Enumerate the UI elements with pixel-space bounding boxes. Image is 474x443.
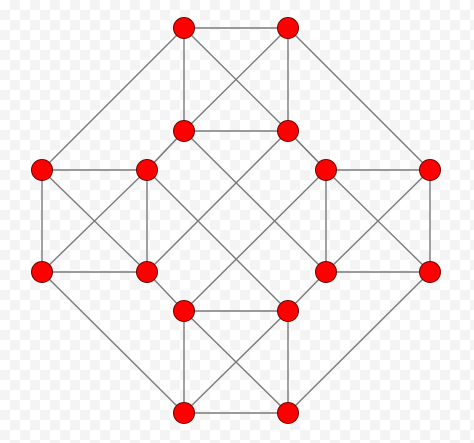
graph-edge — [41, 271, 185, 414]
graph-edge — [146, 130, 289, 273]
graph-vertex — [277, 120, 299, 142]
graph-vertex — [315, 261, 337, 283]
graph-edge — [183, 27, 289, 132]
graph-vertex — [419, 261, 441, 283]
graph-vertex — [277, 300, 299, 322]
graph-edge — [183, 310, 289, 414]
graph-edge — [41, 27, 185, 171]
graph-edge — [287, 271, 431, 414]
graph-vertex — [173, 17, 195, 39]
graph-vertex — [136, 159, 158, 181]
graph-vertex — [173, 402, 195, 424]
graph-vertex — [277, 17, 299, 39]
graph-edge — [325, 169, 431, 273]
graph-edge — [146, 169, 289, 312]
graph-edge — [183, 130, 327, 273]
graph-edge — [287, 27, 431, 171]
graph-vertex — [419, 159, 441, 181]
graph-vertex — [173, 300, 195, 322]
graph-vertex — [31, 159, 53, 181]
graph-vertex — [31, 261, 53, 283]
graph-edge — [41, 169, 148, 273]
graph-edge — [183, 169, 327, 312]
node-layer — [31, 17, 441, 424]
graph-vertex — [315, 159, 337, 181]
edge-layer — [41, 27, 431, 414]
graph-vertex — [277, 402, 299, 424]
graph-vertex — [136, 261, 158, 283]
graph-vertex — [173, 120, 195, 142]
